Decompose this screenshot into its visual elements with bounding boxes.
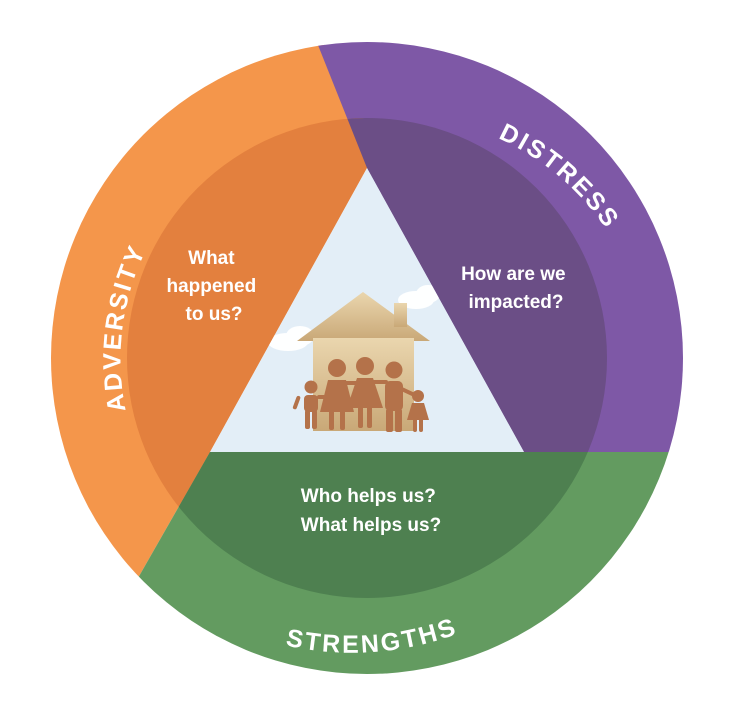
adversity-inner-wedge [127, 118, 367, 598]
distress-inner-wedge [300, 118, 607, 452]
strengths-question: Who helps us? What helps us? [301, 486, 441, 536]
distress-question: How are we impacted? [461, 264, 571, 313]
family-icon [292, 357, 429, 432]
house-family-icon [268, 285, 440, 432]
adversity-question: What happened to us? [166, 248, 261, 325]
cloud-icon [268, 285, 440, 351]
